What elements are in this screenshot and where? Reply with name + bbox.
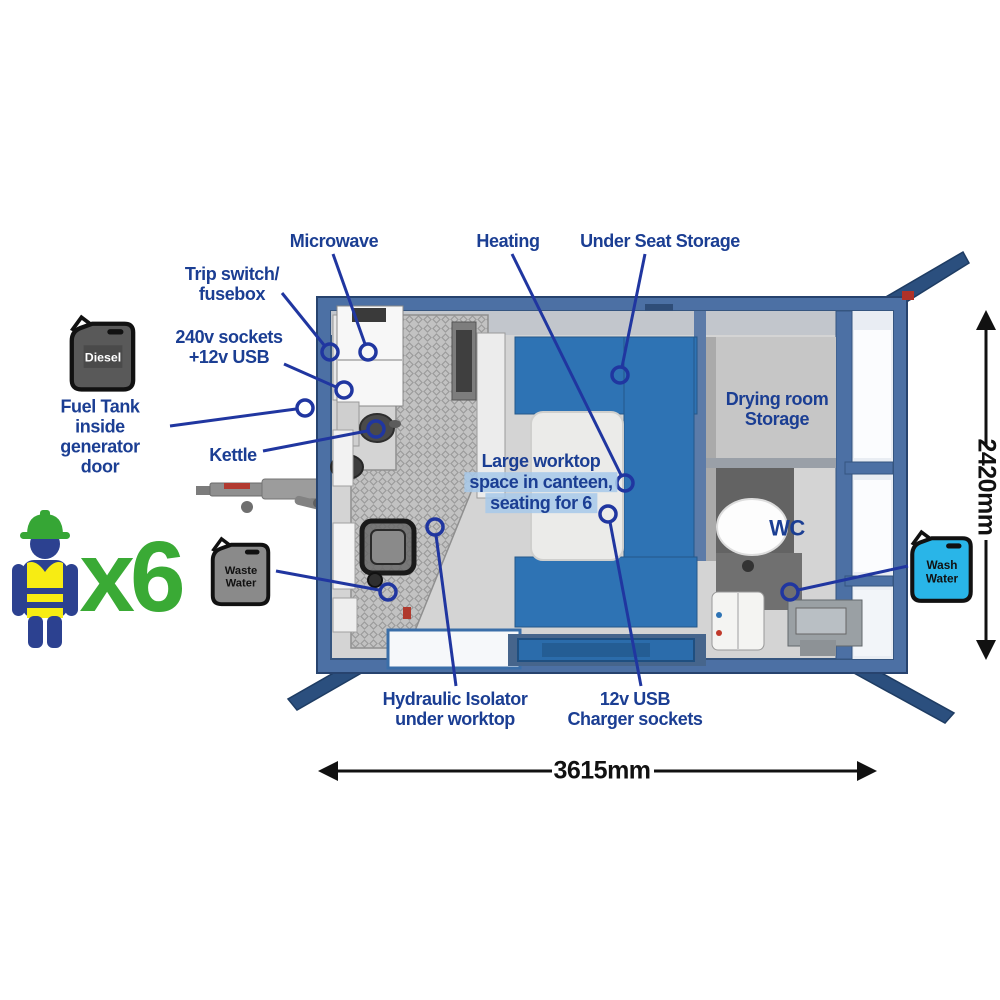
wash-water-label-line2: Water	[926, 572, 959, 585]
diesel-can-label: Diesel	[85, 350, 121, 364]
diesel-can-icon: Diesel	[69, 314, 136, 392]
microwave-label: Microwave	[289, 230, 379, 251]
large-worktop-label: Large worktop space in canteen, seating …	[464, 451, 618, 515]
wc-label: WC	[769, 515, 805, 541]
waste-water-label-line1: Waste	[225, 565, 258, 577]
drying-room-storage-label: Drying room Storage	[725, 388, 829, 429]
callout-leader-lines	[169, 253, 909, 687]
length-dimension: 3615mm	[553, 756, 651, 785]
canteen-seating	[514, 336, 698, 628]
usb-charger-sockets-label: 12v USB Charger sockets	[567, 688, 703, 729]
toilet	[716, 498, 788, 556]
240v-sockets-label: 240v sockets +12v USB	[175, 326, 283, 367]
floor-features	[386, 628, 706, 670]
waste-water-can-icon: Waste Water	[210, 536, 271, 607]
dimension-arrows	[318, 310, 996, 781]
large-worktop-line1: Large worktop	[481, 451, 601, 472]
arrowhead-right	[857, 761, 877, 781]
arrowhead-down	[976, 640, 996, 660]
microwave-unit	[336, 305, 404, 407]
capacity-multiplier: x6	[79, 521, 185, 633]
wash-water-label-line1: Wash	[927, 559, 958, 572]
kitchen-area	[330, 305, 506, 649]
arrowhead-up	[976, 310, 996, 330]
wash-water-can-icon: Wash Water	[910, 529, 973, 603]
trip-switch-label: Trip switch/ fusebox	[184, 263, 280, 304]
fuel-tank-label: Fuel Tank inside generator door	[60, 396, 140, 478]
large-worktop-line3: seating for 6	[485, 493, 597, 514]
under-seat-storage-label: Under Seat Storage	[580, 230, 740, 251]
large-worktop-line2: space in canteen,	[464, 472, 618, 493]
worker-icon	[12, 510, 78, 648]
heating-label: Heating	[476, 230, 540, 251]
hydraulic-isolator-label: Hydraulic Isolator under worktop	[382, 688, 528, 729]
towbar	[196, 478, 336, 514]
kettle-label: Kettle	[209, 444, 257, 465]
arrowhead-left	[318, 761, 338, 781]
height-dimension: 2420mm	[972, 438, 1000, 536]
waste-water-label-line2: Water	[226, 578, 257, 590]
